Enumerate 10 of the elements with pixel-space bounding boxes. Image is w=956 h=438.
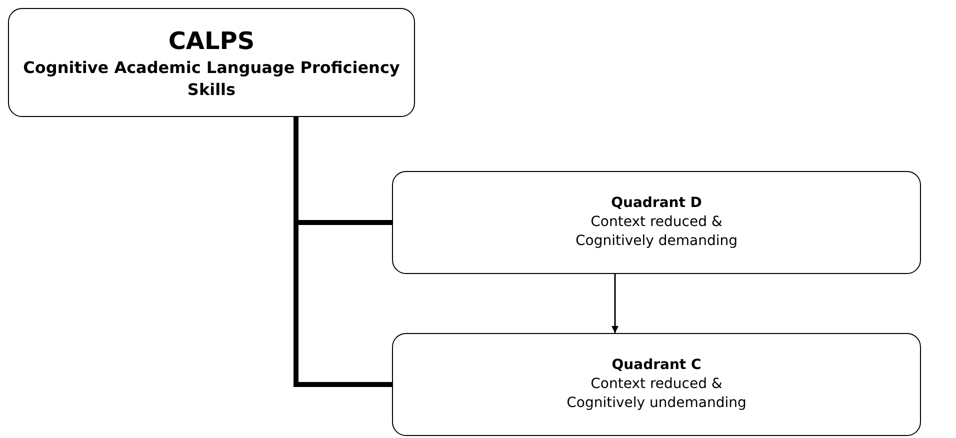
rounded-box — [8, 8, 415, 117]
box-heading: Quadrant C — [612, 356, 702, 376]
rounded-box — [392, 171, 921, 274]
arrow — [612, 274, 618, 333]
box-text: Context reduced & Cognitively demanding — [574, 213, 739, 251]
box-text: Context reduced & Cognitively undemanding — [566, 375, 748, 413]
box-heading: CALPS — [168, 26, 255, 57]
rounded-box — [392, 333, 921, 436]
box-heading: Quadrant D — [611, 194, 702, 214]
box-text: Cognitive Academic Language Proficiency Skills — [22, 57, 401, 100]
